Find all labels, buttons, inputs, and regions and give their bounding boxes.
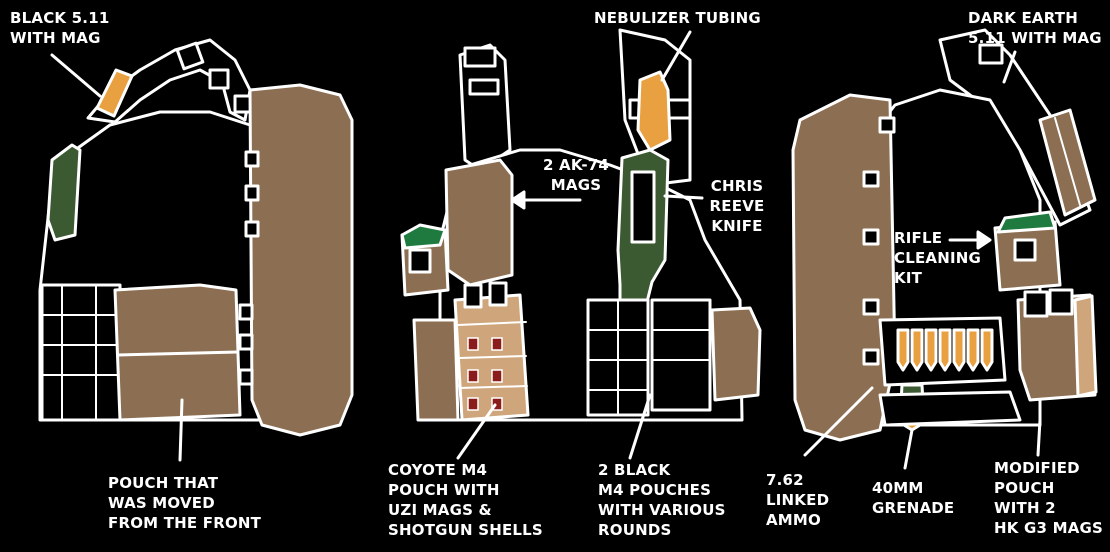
label-grenade: 40MM GRENADE xyxy=(872,478,954,518)
label-nebulizer: NEBULIZER TUBING xyxy=(594,8,761,28)
linked-ammo-rounds xyxy=(898,330,992,370)
label-modified-pouch: MODIFIED POUCH WITH 2 HK G3 MAGS xyxy=(994,458,1103,538)
green-side-pouch xyxy=(48,145,80,240)
label-black-511: BLACK 5.11 WITH MAG xyxy=(10,8,109,48)
label-chris-reeve: CHRIS REEVE KNIFE xyxy=(702,176,772,236)
label-ak74: 2 AK-74 MAGS xyxy=(536,155,616,195)
label-dark-earth-511: DARK EARTH 5.11 WITH MAG xyxy=(968,8,1102,48)
label-linked-ammo: 7.62 LINKED AMMO xyxy=(766,470,829,530)
nebulizer-tube xyxy=(638,72,670,150)
label-coyote-m4: COYOTE M4 POUCH WITH UZI MAGS & SHOTGUN … xyxy=(388,460,543,540)
label-pouch-moved: POUCH THAT WAS MOVED FROM THE FRONT xyxy=(108,473,261,533)
label-rifle-kit: RIFLE CLEANING KIT xyxy=(894,228,981,288)
vest-left-view xyxy=(40,40,352,435)
back-plate xyxy=(250,85,352,435)
ak74-pouch xyxy=(446,160,512,285)
label-black-m4: 2 BLACK M4 POUCHES WITH VARIOUS ROUNDS xyxy=(598,460,726,540)
back-plate-right xyxy=(793,95,895,440)
